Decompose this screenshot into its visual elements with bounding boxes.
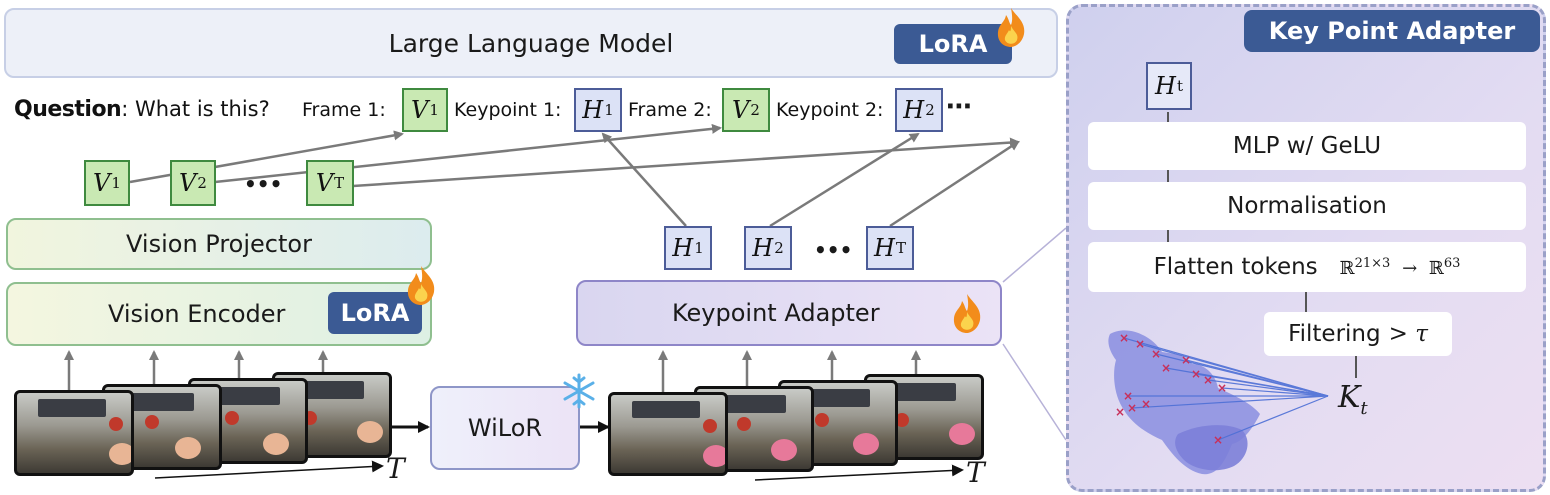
panel-connector-layer: ××× ××× ××× ××× × <box>1108 112 1357 475</box>
arrow-h1-to-keypoint1 <box>601 132 687 227</box>
llm-lora-label: LoRA <box>918 30 988 58</box>
svg-text:×: × <box>1115 405 1125 419</box>
flame-icon <box>953 294 981 333</box>
mlp-gelu-block: MLP w/ GeLU <box>1088 122 1526 170</box>
svg-text:×: × <box>1123 389 1133 403</box>
filtering-label: Filtering <box>1288 321 1381 347</box>
normalisation-label: Normalisation <box>1227 193 1387 219</box>
llm-title: Large Language Model <box>388 28 674 58</box>
svg-text:×: × <box>1135 337 1145 351</box>
llm-box: Large Language Model <box>4 8 1058 78</box>
question-label: Question <box>14 97 122 122</box>
svg-text:×: × <box>1141 397 1151 411</box>
arrow-h2-to-keypoint2 <box>769 132 920 228</box>
frame2-label: Frame 2: <box>628 99 712 121</box>
h-token-ellipsis: ••• <box>814 238 853 262</box>
question-text: : What is this? <box>121 97 270 121</box>
flame-icon <box>407 266 435 305</box>
video-frame <box>14 390 134 476</box>
keypoint-adapter-label: Keypoint Adapter <box>672 299 880 327</box>
flatten-tokens-block: Flatten tokens ℝ21×3 → ℝ63 <box>1088 242 1526 292</box>
svg-text:×: × <box>1203 373 1213 387</box>
vision-encoder-lora-label: LoRA <box>340 299 410 327</box>
v-token-ellipsis: ••• <box>244 172 283 196</box>
question-line: Question: What is this? <box>14 94 270 124</box>
filtering-block: Filtering > τ <box>1264 312 1452 356</box>
panel-title-label: Key Point Adapter <box>1268 17 1516 45</box>
normalisation-block: Normalisation <box>1088 182 1526 230</box>
svg-text:×: × <box>1151 347 1161 361</box>
flatten-tokens-label: Flatten tokens <box>1153 254 1318 280</box>
panel-kt-label: Kt <box>1338 380 1368 419</box>
keypoint-adapter: Keypoint Adapter <box>576 280 1002 346</box>
svg-text:×: × <box>1217 381 1227 395</box>
vision-encoder-label: Vision Encoder <box>108 300 286 328</box>
snowflake-icon <box>563 373 595 409</box>
flame-icon <box>997 8 1025 47</box>
flatten-dims: ℝ21×3 → ℝ63 <box>1339 255 1461 279</box>
svg-text:×: × <box>1213 433 1223 447</box>
keypoint1-label: Keypoint 1: <box>454 99 562 121</box>
svg-text:×: × <box>1119 331 1129 345</box>
vision-projector: Vision Projector <box>6 218 432 270</box>
keypoint2-label: Keypoint 2: <box>776 99 884 121</box>
svg-text:×: × <box>1191 367 1201 381</box>
arrow-v2-to-frame2 <box>214 123 722 184</box>
filtering-threshold: > τ <box>1388 321 1428 347</box>
arrow-vt-to-end <box>352 137 1020 188</box>
frame1-label: Frame 1: <box>302 99 386 121</box>
svg-text:×: × <box>1161 361 1171 375</box>
arrow-ht-to-end <box>889 140 1020 228</box>
wilor-box: WiLoR <box>430 386 580 470</box>
panel-title: Key Point Adapter <box>1244 10 1540 52</box>
time-axis-label-right: T <box>966 456 985 489</box>
svg-text:×: × <box>1181 353 1191 367</box>
mlp-gelu-label: MLP w/ GeLU <box>1232 133 1382 159</box>
wilor-label: WiLoR <box>467 414 543 442</box>
question-ellipsis: ⋯ <box>946 92 972 122</box>
svg-text:×: × <box>1127 401 1137 415</box>
vision-projector-label: Vision Projector <box>126 230 312 258</box>
time-axis-right <box>754 464 964 481</box>
time-axis-left <box>154 460 384 479</box>
time-axis-label-left: T <box>386 452 405 485</box>
video-frame-annotated <box>608 392 728 476</box>
llm-lora-badge: LoRA <box>894 24 1012 64</box>
vision-encoder-lora-badge: LoRA <box>328 292 422 334</box>
